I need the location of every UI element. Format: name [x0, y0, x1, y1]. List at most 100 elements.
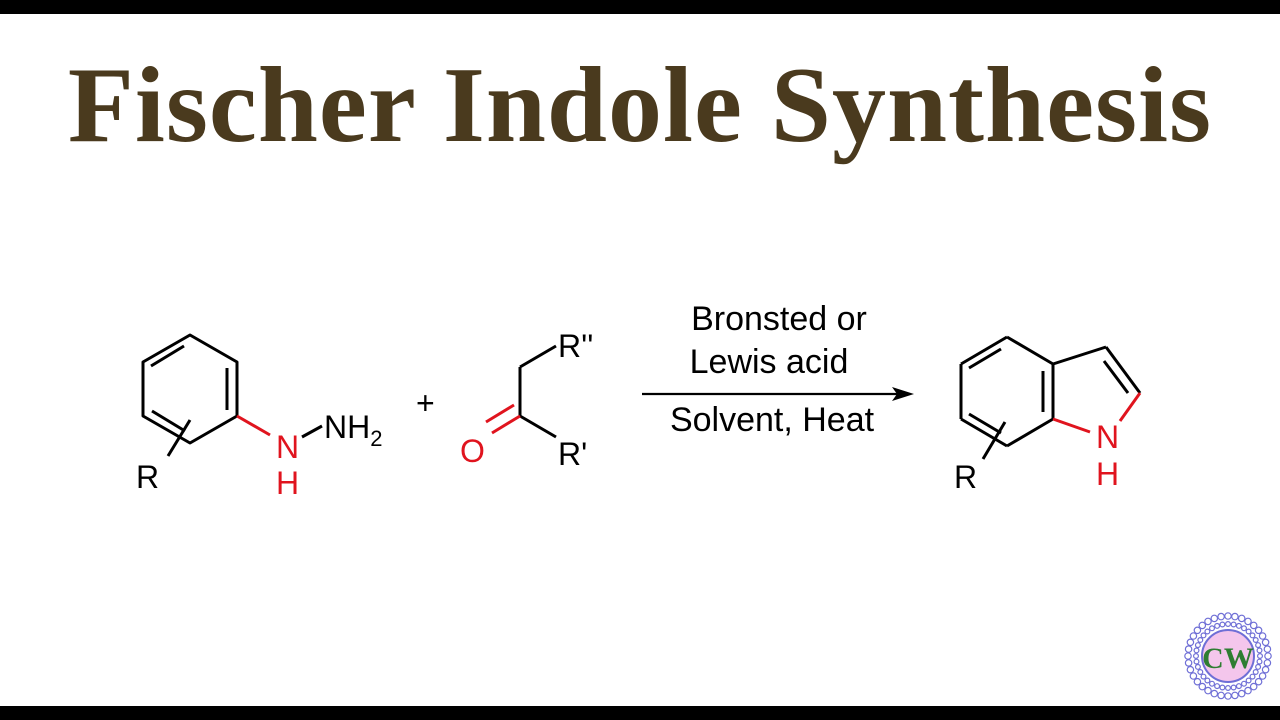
- logo-dot: [1245, 677, 1252, 684]
- n-n-bond: [301, 424, 323, 439]
- logo-dot: [1200, 673, 1207, 680]
- ketone-structure: [485, 344, 557, 439]
- logo-dot: [1219, 621, 1226, 628]
- logo-dot: [1224, 620, 1231, 627]
- logo-dot-ring: [1184, 612, 1272, 700]
- logo-dot: [1192, 652, 1199, 659]
- logo-dot: [1197, 636, 1204, 643]
- ch2-r2-bond: [519, 344, 557, 369]
- logo-dot: [1256, 647, 1263, 654]
- logo-dot: [1240, 680, 1247, 687]
- logo-letters: CW: [1202, 642, 1254, 675]
- logo-dot: [1240, 625, 1247, 632]
- logo-dot: [1258, 632, 1267, 640]
- logo-dot: [1263, 645, 1272, 653]
- logo-dot: [1255, 642, 1262, 649]
- logo-dot: [1193, 626, 1202, 635]
- indole-benzene-ring: [959, 335, 1055, 460]
- logo-dot: [1208, 680, 1215, 687]
- logo-dot: [1258, 672, 1267, 680]
- substituent-r-label: R: [136, 459, 159, 495]
- hydrazine-n-label: N: [276, 429, 299, 465]
- logo-dot: [1193, 658, 1200, 665]
- condition-line-2: Lewis acid: [690, 343, 849, 381]
- indole-structure: [959, 335, 1142, 460]
- logo-dot: [1189, 632, 1198, 640]
- logo-dot: [1255, 663, 1262, 670]
- logo-dot: [1214, 683, 1221, 690]
- benzene-ring: [141, 333, 239, 457]
- indole-h-label: H: [1096, 456, 1119, 492]
- logo-dot: [1230, 621, 1237, 628]
- condition-line-1: Bronsted or: [691, 300, 867, 338]
- logo-dot: [1261, 665, 1270, 674]
- logo-dot: [1231, 691, 1239, 700]
- logo-dot: [1224, 612, 1232, 620]
- logo-dot: [1217, 612, 1225, 621]
- logo-dot: [1197, 668, 1204, 675]
- logo-dot: [1245, 628, 1252, 635]
- logo-dot: [1189, 672, 1198, 680]
- c-n-bond: [236, 414, 271, 437]
- logo-dot: [1235, 622, 1242, 629]
- indole-c-n-bond: [1052, 417, 1091, 434]
- logo-dot: [1254, 626, 1263, 635]
- logo-dot: [1184, 652, 1192, 660]
- logo-dot: [1256, 658, 1263, 665]
- logo-dot: [1224, 692, 1232, 700]
- logo-dot: [1186, 638, 1195, 647]
- logo-dot: [1252, 636, 1259, 643]
- pyrrole-ring: [1052, 345, 1142, 394]
- logo-dot: [1256, 652, 1263, 659]
- logo-dot: [1244, 617, 1252, 626]
- r-double-prime-label: R'': [558, 328, 593, 364]
- logo-dot: [1198, 682, 1207, 691]
- indole-n-c-bond: [1118, 392, 1142, 422]
- logo-dot: [1193, 677, 1202, 686]
- logo-dot: [1254, 677, 1263, 686]
- logo-dot: [1193, 647, 1200, 654]
- plus-sign: +: [416, 385, 435, 421]
- nh2-label: NH2: [324, 409, 382, 451]
- logo-dot: [1204, 677, 1211, 684]
- logo-dot: [1204, 686, 1212, 695]
- product-substituent-r-label: R: [954, 459, 977, 495]
- phenylhydrazine-structure: [141, 333, 323, 457]
- logo-dot: [1184, 659, 1193, 667]
- substituent-bond: [166, 419, 192, 457]
- reaction-arrow-head: [892, 387, 914, 401]
- logo-dot: [1194, 642, 1201, 649]
- cw-logo-icon: CW: [1184, 612, 1272, 700]
- slide-title: Fischer Indole Synthesis: [67, 46, 1213, 165]
- logo-dot: [1200, 632, 1207, 639]
- logo-dot: [1230, 684, 1237, 691]
- logo-dot: [1263, 659, 1272, 667]
- logo-dot: [1249, 682, 1258, 691]
- logo-dot: [1252, 668, 1259, 675]
- carbonyl-bond-2: [485, 403, 515, 424]
- carbonyl-r1-bond: [519, 414, 557, 439]
- logo-dot: [1249, 673, 1256, 680]
- logo-dot: [1219, 684, 1226, 691]
- product-substituent-bond: [981, 421, 1007, 460]
- logo-dot: [1249, 632, 1256, 639]
- condition-below: Solvent, Heat: [670, 401, 875, 439]
- logo-dot: [1204, 617, 1212, 626]
- logo-dot: [1198, 621, 1207, 630]
- indole-n-label: N: [1096, 419, 1119, 455]
- logo-dot: [1217, 691, 1225, 700]
- logo-dot: [1194, 663, 1201, 670]
- logo-dot: [1231, 612, 1239, 621]
- hydrazine-h-label: H: [276, 465, 299, 501]
- logo-dot: [1210, 614, 1219, 623]
- logo-dot: [1235, 683, 1242, 690]
- logo-dot: [1210, 689, 1219, 698]
- logo-dot: [1264, 652, 1272, 660]
- logo-dot: [1237, 689, 1246, 698]
- logo-dot: [1224, 684, 1231, 691]
- logo-dot: [1204, 628, 1211, 635]
- logo-dot: [1261, 638, 1270, 647]
- logo-dot: [1249, 621, 1258, 630]
- oxygen-label: O: [460, 433, 485, 469]
- logo-dot: [1184, 645, 1193, 653]
